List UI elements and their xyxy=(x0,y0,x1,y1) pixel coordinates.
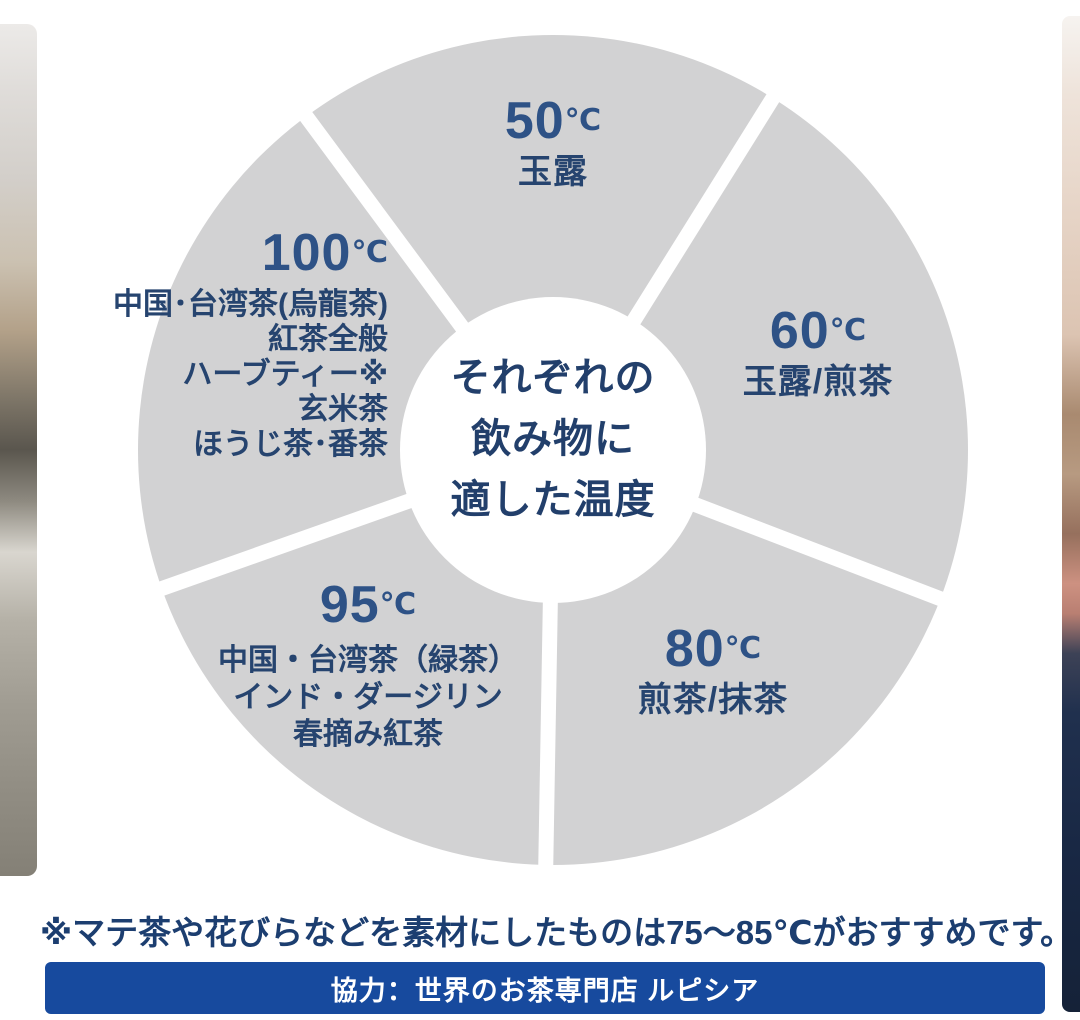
segment-80c: 80℃ 煎茶/抹茶 xyxy=(553,622,873,718)
segment-tea: 春摘み紅茶 xyxy=(293,717,443,751)
segment-temp: 95℃ xyxy=(163,578,573,633)
segment-100c: 100℃ 中国･台湾茶(烏龍茶) 紅茶全般 ハーブティー※ 玄米茶 ほうじ茶･番… xyxy=(30,226,388,462)
segment-60c: 60℃ 玉露/煎茶 xyxy=(658,304,978,400)
adjacent-image-left-edge xyxy=(0,24,37,876)
segment-tea: 中国・台湾茶（緑茶） xyxy=(218,643,518,677)
segment-tea-list: 中国･台湾茶(烏龍茶) 紅茶全般 ハーブティー※ 玄米茶 ほうじ茶･番茶 xyxy=(30,287,388,462)
segment-tea: 玉露/煎茶 xyxy=(742,362,894,401)
temp-unit: ℃ xyxy=(379,588,417,622)
temp-unit: ℃ xyxy=(564,104,602,138)
credit-bar: 協力：世界のお茶専門店 ルピシア xyxy=(45,962,1045,1014)
segment-tea-list: 中国・台湾茶（緑茶） インド・ダージリン 春摘み紅茶 xyxy=(163,642,573,753)
segment-tea: 煎茶/抹茶 xyxy=(637,680,789,719)
temp-value: 95 xyxy=(319,576,380,634)
center-title-line: それぞれの xyxy=(450,356,656,400)
credit-text: 協力：世界のお茶専門店 ルピシア xyxy=(330,975,760,1006)
adjacent-image-right-edge xyxy=(1062,16,1080,1012)
chart-center-title: それぞれの 飲み物に 適した温度 xyxy=(393,348,713,531)
center-title-line: 適した温度 xyxy=(450,478,656,522)
segment-tea: 紅茶全般 xyxy=(268,322,388,356)
temp-unit: ℃ xyxy=(351,236,388,270)
segment-tea: 玉露 xyxy=(518,152,588,191)
temp-unit: ℃ xyxy=(829,314,867,348)
segment-95c: 95℃ 中国・台湾茶（緑茶） インド・ダージリン 春摘み紅茶 xyxy=(163,578,573,753)
footnote-note: ※マテ茶や花びらなどを素材にしたものは75〜85℃がおすすめです。 xyxy=(40,914,1074,951)
temp-unit: ℃ xyxy=(724,632,762,666)
center-title-line: 飲み物に xyxy=(471,417,635,461)
segment-tea: ほうじ茶･番茶 xyxy=(193,427,388,461)
segment-50c: 50℃ 玉露 xyxy=(393,94,713,190)
segment-tea: インド・ダージリン xyxy=(233,680,503,714)
temp-value: 100 xyxy=(261,224,352,282)
segment-tea: 中国･台湾茶(烏龍茶) xyxy=(113,287,388,321)
segment-temp: 100℃ xyxy=(30,226,388,281)
temp-value: 80 xyxy=(664,620,725,678)
segment-tea: ハーブティー※ xyxy=(182,357,388,391)
segment-temp: 60℃ xyxy=(658,304,978,359)
temp-value: 60 xyxy=(769,302,830,360)
temp-value: 50 xyxy=(504,92,565,150)
segment-temp: 50℃ xyxy=(393,94,713,149)
segment-temp: 80℃ xyxy=(553,622,873,677)
segment-tea: 玄米茶 xyxy=(298,392,388,426)
